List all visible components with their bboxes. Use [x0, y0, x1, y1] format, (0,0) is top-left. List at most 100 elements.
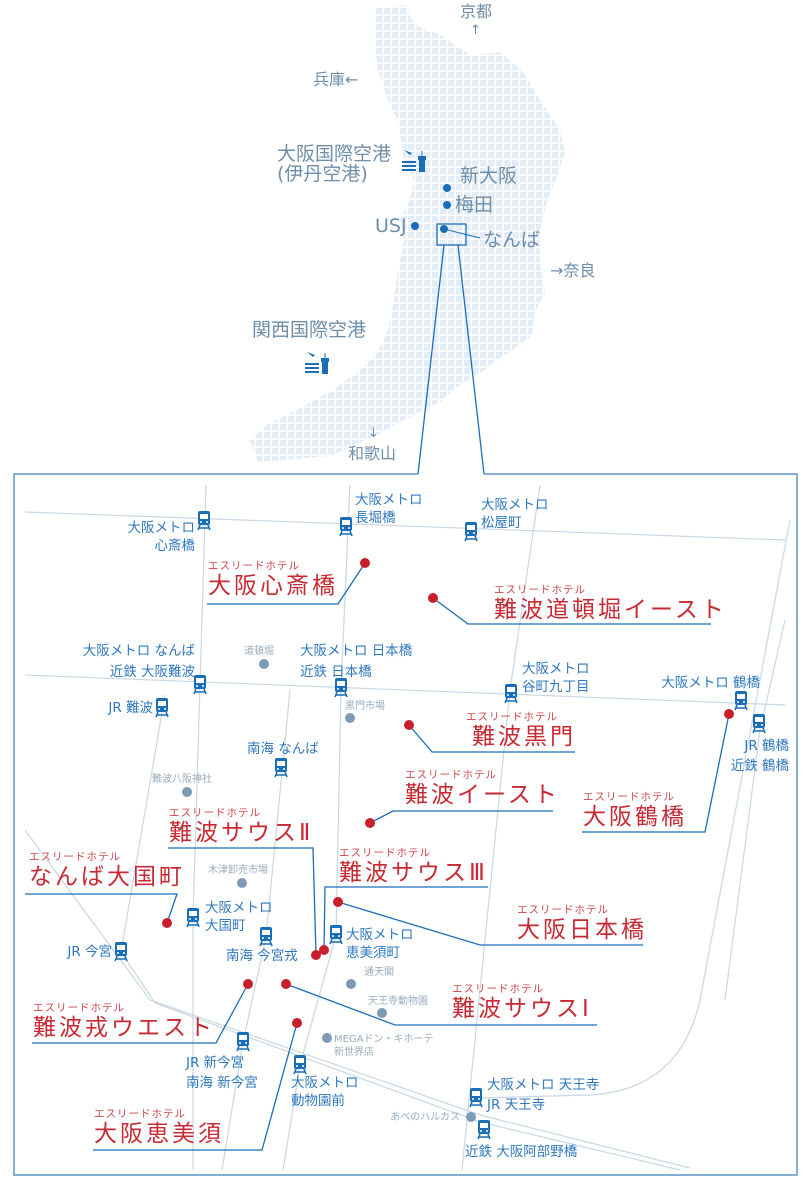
- station-name: 近鉄 鶴橋: [730, 758, 789, 774]
- hotel-osaka-shinsaibashi[interactable]: エスリードホテル大阪心斎橋: [208, 560, 338, 599]
- station-namba[interactable]: 大阪メトロ なんば近鉄 大阪難波: [83, 641, 195, 683]
- station-name: JR 天王寺: [487, 1097, 546, 1113]
- rail-line: [120, 694, 166, 953]
- namba-leader: [443, 228, 481, 239]
- hotel-namba-kuromon[interactable]: エスリードホテル難波黒門: [466, 711, 576, 750]
- hotel-name: 難波サウスⅠ: [452, 996, 592, 1022]
- station-name: 大国町: [205, 918, 246, 934]
- station-name: 谷町九丁目: [522, 679, 590, 695]
- hotel-brand: エスリードホテル: [466, 711, 558, 723]
- station-tsuruhashi-jr[interactable]: JR 鶴橋近鉄 鶴橋: [731, 736, 789, 776]
- station-imamiyaebisu[interactable]: 南海 今宮戎: [226, 947, 298, 965]
- station-line: 大阪メトロ: [522, 661, 590, 677]
- landmark-harukas: あべのハルカス: [390, 1112, 460, 1123]
- station-line: 近鉄 大阪阿部野橋: [465, 1144, 578, 1160]
- hotel-name: 難波イースト: [405, 782, 560, 808]
- landmark-name: 新世界店: [334, 1047, 374, 1058]
- landmark-dot: [345, 713, 355, 723]
- label-itami-sub: (伊丹空港): [277, 163, 368, 185]
- train-icon: [469, 1088, 483, 1108]
- station-tanimachi9[interactable]: 大阪メトロ谷町九丁目: [522, 660, 590, 696]
- station-shinsaibashi[interactable]: 大阪メトロ心斎橋: [128, 519, 196, 555]
- hotel-namba-dotonbori-east[interactable]: エスリードホテル難波道頓堀イースト: [494, 584, 727, 623]
- landmark-tsutenkaku: 通天閣: [364, 967, 394, 978]
- station-name: 近鉄 日本橋: [300, 664, 372, 680]
- station-line: 南海 今宮戎: [226, 948, 298, 964]
- label-namba: なんば: [483, 229, 541, 251]
- station-line: 南海 なんば: [247, 741, 319, 757]
- landmark-zoo: 天王寺動物園: [368, 996, 428, 1007]
- hotel-brand: エスリードホテル: [494, 584, 586, 596]
- hotel-marker: [292, 1018, 302, 1028]
- station-daikokucho[interactable]: 大阪メトロ大国町: [205, 899, 273, 935]
- station-jr-imamiya[interactable]: JR 今宮: [67, 943, 112, 961]
- station-line: 大阪メトロ 日本橋: [300, 643, 413, 659]
- hotel-leader: [432, 597, 711, 625]
- hotel-namba-south-1[interactable]: エスリードホテル難波サウスⅠ: [452, 983, 592, 1022]
- station-shin-imamiya[interactable]: JR 新今宮南海 新今宮: [186, 1053, 258, 1093]
- label-wakayama: 和歌山: [348, 444, 397, 463]
- hotel-name: 大阪鶴橋: [583, 804, 687, 830]
- hotel-namba-ebisu-west[interactable]: エスリードホテル難波戎ウエスト: [33, 1002, 215, 1041]
- station-ebisucho[interactable]: 大阪メトロ恵美須町: [346, 926, 414, 962]
- landmark-dotonbori: 道頓堀: [244, 646, 274, 657]
- hotel-name: 難波サウスⅡ: [169, 820, 314, 846]
- station-name: 心斎橋: [154, 538, 196, 554]
- station-line: JR 鶴橋: [744, 738, 789, 754]
- landmark-dot: [237, 878, 247, 888]
- hotel-brand: エスリードホテル: [169, 807, 261, 819]
- hotel-marker: [281, 979, 291, 989]
- station-line: 大阪メトロ 鶴橋: [661, 675, 760, 691]
- station-line: 大阪メトロ なんば: [82, 643, 195, 659]
- hotel-leader: [337, 901, 643, 946]
- landmark-dot: [322, 1033, 332, 1043]
- hotel-name: 大阪恵美須: [94, 1121, 224, 1147]
- station-line: 大阪メトロ 天王寺: [487, 1077, 600, 1093]
- station-line: JR 難波: [108, 700, 153, 716]
- hotel-leader: [285, 983, 597, 1026]
- hotel-marker: [311, 950, 321, 960]
- landmark-dot: [466, 1112, 476, 1122]
- airport-icon: [402, 150, 426, 172]
- train-icon: [752, 714, 766, 734]
- arrow-down-icon: ↓: [368, 426, 379, 441]
- station-line: JR 新今宮: [186, 1055, 245, 1071]
- station-line: 大阪メトロ: [291, 1075, 359, 1091]
- train-icon: [329, 925, 343, 945]
- station-nipponbashi[interactable]: 大阪メトロ 日本橋近鉄 日本橋: [300, 641, 412, 683]
- hotel-namba-daikokucho[interactable]: エスリードホテルなんば大国町: [29, 851, 185, 890]
- station-tennoji[interactable]: 大阪メトロ 天王寺 JR 天王寺: [487, 1075, 599, 1115]
- hotel-leader: [408, 724, 575, 753]
- hotel-leader: [93, 1022, 298, 1151]
- landmark-donki: MEGAドン・キホーテ新世界店: [334, 1033, 434, 1059]
- station-jr-namba[interactable]: JR 難波: [108, 699, 153, 717]
- station-line: 大阪メトロ: [205, 900, 273, 916]
- zoom-connector: [417, 244, 485, 475]
- hotel-osaka-nipponbashi[interactable]: エスリードホテル大阪日本橋: [517, 904, 647, 943]
- landmark-kuromon: 黒門市場: [345, 701, 385, 712]
- station-dobutsuenmae[interactable]: 大阪メトロ動物園前: [291, 1074, 359, 1110]
- hotel-namba-south-3[interactable]: エスリードホテル難波サウスⅢ: [339, 847, 488, 886]
- rail-line: [724, 619, 786, 1001]
- hotel-brand: エスリードホテル: [452, 983, 544, 995]
- label-usj: USJ: [375, 215, 407, 237]
- station-matsuyamachi[interactable]: 大阪メトロ松屋町: [481, 496, 549, 532]
- hotel-leader: [582, 713, 730, 833]
- hotel-brand: エスリードホテル: [517, 904, 609, 916]
- station-nagahoribashi[interactable]: 大阪メトロ長堀橋: [355, 491, 423, 527]
- label-kyoto: 京都: [460, 2, 493, 21]
- landmark-yasaka: 難波八阪神社: [152, 774, 212, 785]
- umeda-dot: [443, 201, 451, 209]
- hotel-osaka-ebisu[interactable]: エスリードホテル大阪恵美須: [94, 1108, 224, 1147]
- hotel-namba-east[interactable]: エスリードホテル難波イースト: [405, 769, 560, 808]
- station-tsuruhashi-metro[interactable]: 大阪メトロ 鶴橋: [661, 674, 760, 692]
- hotel-namba-south-2[interactable]: エスリードホテル難波サウスⅡ: [169, 807, 313, 846]
- hotel-osaka-tsuruhashi[interactable]: エスリードホテル大阪鶴橋: [583, 791, 687, 830]
- station-abenobashi[interactable]: 近鉄 大阪阿部野橋: [465, 1143, 577, 1161]
- osaka-region-shape: [250, 5, 565, 462]
- shin-osaka-dot: [443, 184, 451, 192]
- station-nankai-namba[interactable]: 南海 なんば: [247, 740, 319, 758]
- landmark-kizu: 木津卸売市場: [208, 865, 268, 876]
- hotel-leader: [323, 886, 488, 951]
